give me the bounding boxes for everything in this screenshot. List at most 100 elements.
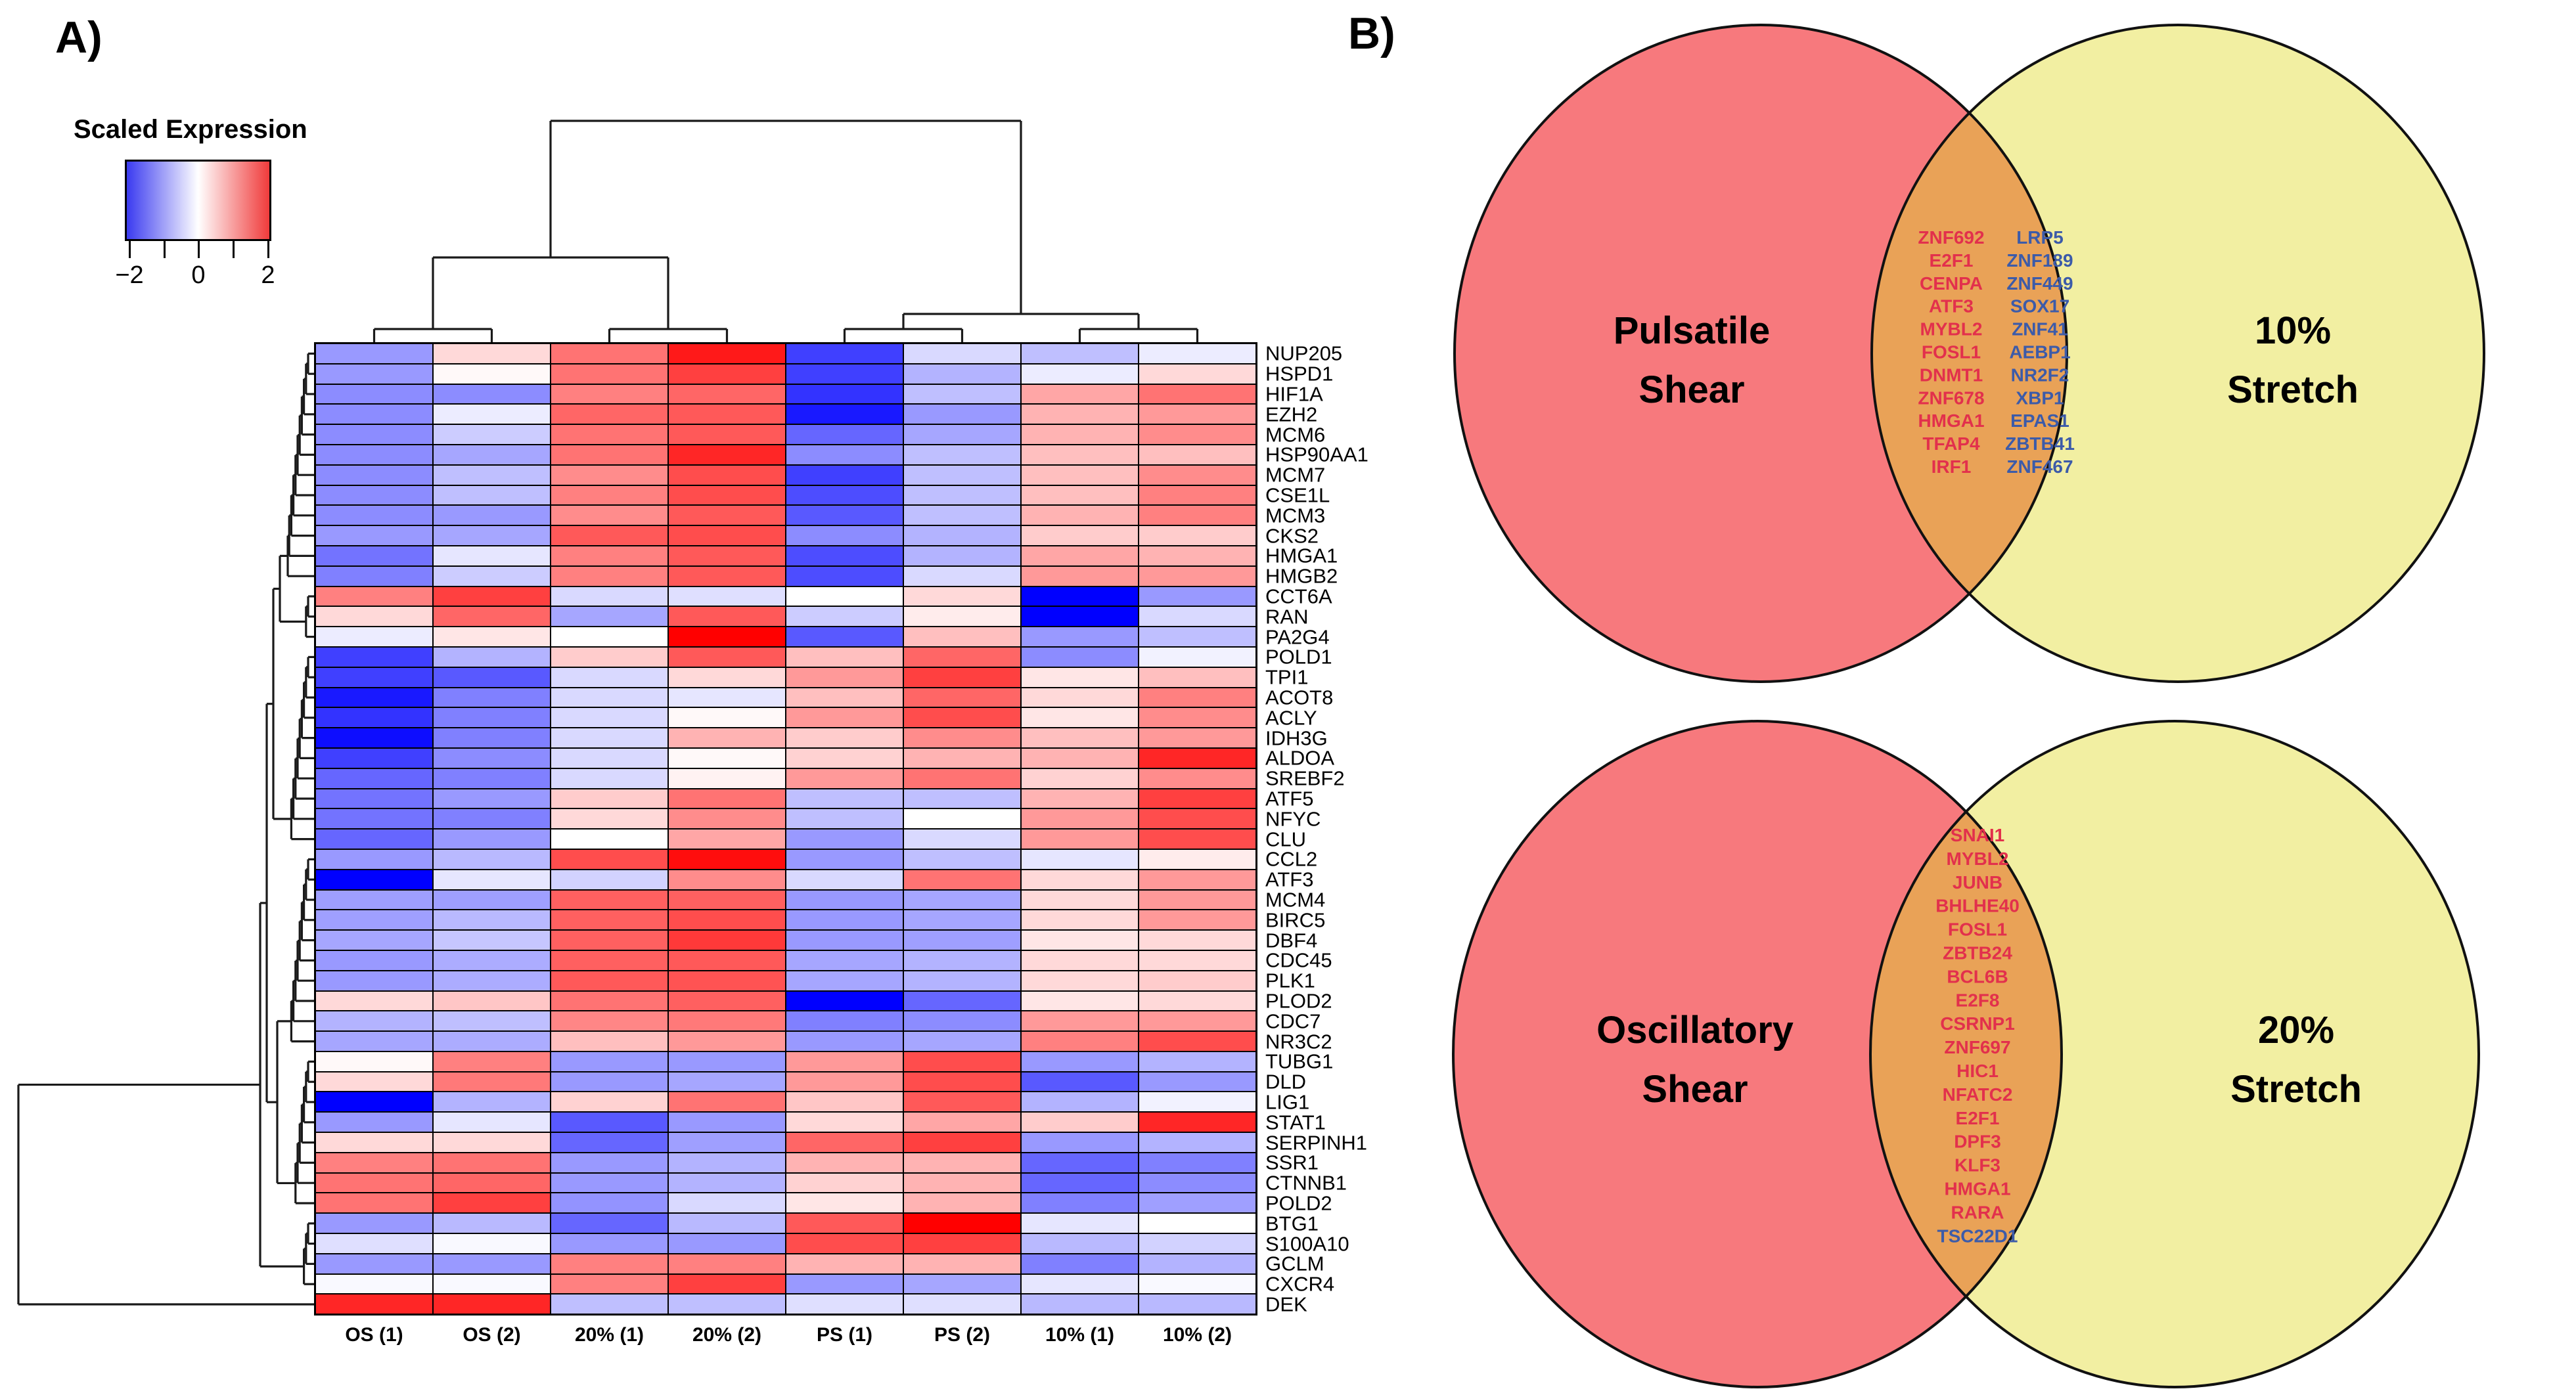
- gene-label: ACOT8: [1265, 686, 1334, 709]
- heatmap-cell: [903, 889, 1021, 910]
- heatmap-cell: [668, 525, 786, 546]
- gene-label: CCL2: [1265, 847, 1318, 871]
- heatmap-cell: [1021, 1092, 1139, 1113]
- heatmap-cell: [1021, 565, 1139, 586]
- heatmap-cell: [1021, 1112, 1139, 1133]
- heatmap-cell: [551, 889, 668, 910]
- heatmap-cell: [1139, 343, 1256, 364]
- heatmap-cell: [903, 849, 1021, 870]
- venn2-right-outline: [1869, 720, 2480, 1388]
- gene-label: NR3C2: [1265, 1030, 1332, 1053]
- gene-label: CTNNB1: [1265, 1171, 1347, 1195]
- colorbar-tick: [198, 241, 200, 258]
- heatmap-cell: [433, 808, 551, 829]
- column-label: 20% (1): [574, 1324, 644, 1346]
- heatmap-cell: [433, 525, 551, 546]
- heatmap-cell: [433, 910, 551, 931]
- heatmap-cell: [1139, 1071, 1256, 1092]
- venn2-left-label-line2: Shear: [1642, 1068, 1748, 1111]
- heatmap-cell: [786, 788, 903, 809]
- heatmap-cell: [315, 707, 433, 728]
- colorbar-tick-label: 2: [261, 261, 275, 289]
- gene-label: LIG1: [1265, 1090, 1310, 1114]
- heatmap-cell: [315, 545, 433, 566]
- venn-overlap-gene: LRP5: [2016, 227, 2064, 248]
- heatmap-cell: [315, 829, 433, 849]
- heatmap-cell: [1139, 1092, 1256, 1113]
- heatmap-cell: [786, 869, 903, 890]
- heatmap-cell: [786, 889, 903, 910]
- heatmap-cell: [903, 1051, 1021, 1072]
- heatmap-cell: [903, 1031, 1021, 1051]
- heatmap-cell: [315, 1152, 433, 1173]
- heatmap-cell: [433, 950, 551, 971]
- heatmap-cell: [668, 545, 786, 566]
- heatmap-cell: [1021, 768, 1139, 789]
- heatmap-cell: [668, 464, 786, 485]
- heatmap-cell: [786, 1253, 903, 1274]
- gene-label: HIF1A: [1265, 382, 1323, 406]
- heatmap-cell: [551, 808, 668, 829]
- heatmap-cell: [786, 1051, 903, 1072]
- gene-label: MCM6: [1265, 423, 1326, 447]
- heatmap-cell: [433, 343, 551, 364]
- heatmap-cell: [668, 869, 786, 890]
- gene-label: CLU: [1265, 828, 1307, 851]
- heatmap-cell: [551, 667, 668, 688]
- heatmap-cell: [786, 1112, 903, 1133]
- heatmap-cell: [551, 707, 668, 728]
- venn-overlap-gene: ZNF692: [1918, 227, 1984, 248]
- venn-overlap-gene: BCL6B: [1947, 966, 2008, 986]
- panel-b-label: B): [1348, 9, 1395, 58]
- heatmap-cell: [551, 1273, 668, 1294]
- heatmap-cell: [1021, 808, 1139, 829]
- heatmap-cell: [668, 586, 786, 607]
- heatmap-cell: [315, 950, 433, 971]
- heatmap-cell: [315, 525, 433, 546]
- venn1-overlap-gene-list: ZNF692E2F1CENPAATF3MYBL2FOSL1DNMT1ZNF678…: [1918, 227, 2074, 477]
- heatmap-cell: [315, 384, 433, 405]
- heatmap-cell: [551, 505, 668, 526]
- heatmap-cell: [1139, 505, 1256, 526]
- heatmap-cell: [315, 808, 433, 829]
- heatmap-cell: [1139, 1152, 1256, 1173]
- heatmap-cell: [1139, 1172, 1256, 1193]
- gene-label: POLD2: [1265, 1191, 1332, 1215]
- heatmap-cell: [903, 768, 1021, 789]
- heatmap-cell: [668, 970, 786, 991]
- heatmap-cell: [668, 889, 786, 910]
- heatmap-cell: [786, 1233, 903, 1254]
- heatmap-cell: [668, 384, 786, 405]
- heatmap-cell: [903, 808, 1021, 829]
- venn-oscillatory-vs-20pct: Oscillatory Shear 20% Stretch SNAI1MYBL2…: [1452, 720, 2480, 1388]
- venn-overlap-gene: HMGA1: [1944, 1179, 2010, 1199]
- heatmap-cell: [1139, 1051, 1256, 1072]
- heatmap-cell: [551, 363, 668, 384]
- heatmap-cell: [433, 849, 551, 870]
- heatmap-cell: [1021, 505, 1139, 526]
- heatmap-cell: [433, 606, 551, 627]
- heatmap-cell: [315, 485, 433, 506]
- gene-label: SERPINH1: [1265, 1131, 1368, 1155]
- heatmap-cell: [551, 1294, 668, 1315]
- heatmap-cell: [786, 1011, 903, 1032]
- venn-overlap-gene: EPAS1: [2010, 410, 2069, 431]
- heatmap-cell: [315, 1213, 433, 1234]
- heatmap-cell: [668, 1193, 786, 1214]
- heatmap-cell: [1021, 1193, 1139, 1214]
- heatmap-cell: [315, 627, 433, 647]
- venn-overlap-gene: ZNF678: [1918, 387, 1984, 408]
- venn-overlap-gene: CSRNP1: [1940, 1013, 2015, 1034]
- heatmap-cell: [786, 1213, 903, 1234]
- heatmap-cell: [315, 1011, 433, 1032]
- heatmap-cell: [668, 424, 786, 445]
- heatmap-cell: [786, 1273, 903, 1294]
- heatmap-cell: [433, 1152, 551, 1173]
- heatmap-cell: [433, 1051, 551, 1072]
- heatmap-cell: [315, 788, 433, 809]
- gene-label: CDC7: [1265, 1009, 1321, 1033]
- heatmap-cell: [433, 970, 551, 991]
- venn-overlap-gene: MYBL2: [1947, 849, 2009, 869]
- venn-overlap-gene: ZBTB24: [1943, 943, 2012, 963]
- heatmap-cell: [1021, 1051, 1139, 1072]
